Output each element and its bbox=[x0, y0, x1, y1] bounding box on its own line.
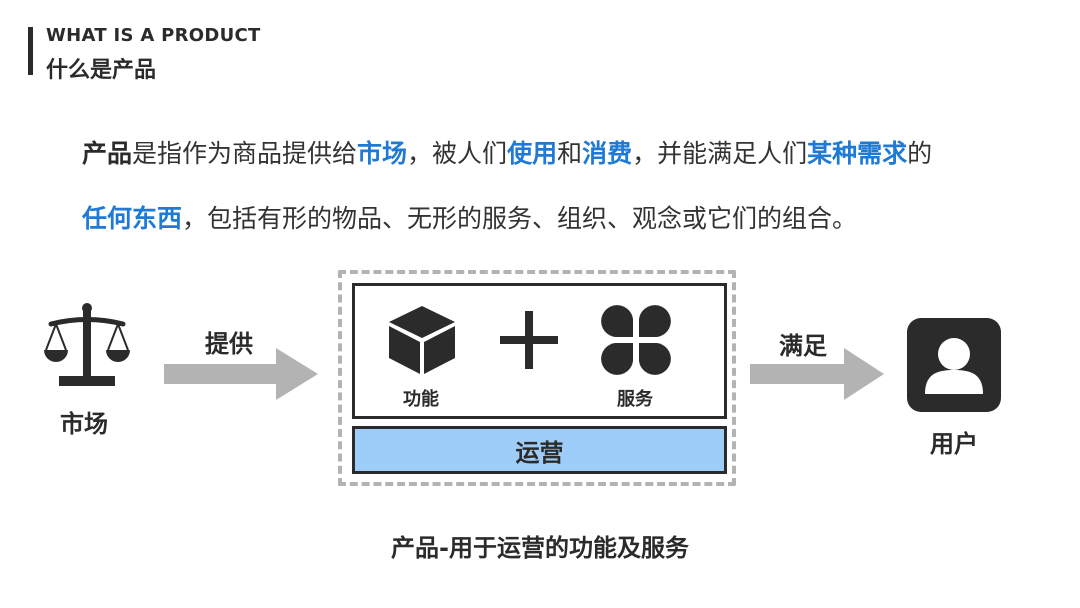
page-title-cn: 什么是产品 bbox=[46, 58, 157, 83]
clover-icon bbox=[601, 305, 671, 375]
definition-segment: 产品 bbox=[82, 139, 133, 168]
definition-segment: 某种需求 bbox=[807, 139, 908, 168]
market-label: 市场 bbox=[60, 410, 108, 438]
definition-segment: 消费 bbox=[582, 139, 633, 168]
title-accent-bar bbox=[28, 27, 33, 75]
definition-segment: ，并能满足人们 bbox=[632, 139, 808, 168]
definition-segment: 和 bbox=[557, 139, 583, 168]
provide-label: 提供 bbox=[205, 330, 253, 358]
definition-segment: 市场 bbox=[357, 139, 408, 168]
plus-icon bbox=[500, 311, 558, 369]
definition-line-1: 产品是指作为商品提供给市场，被人们使用和消费，并能满足人们某种需求的 bbox=[82, 134, 932, 170]
user-label: 用户 bbox=[930, 430, 978, 458]
user-icon bbox=[907, 318, 1001, 412]
definition-segment: 使用 bbox=[507, 139, 558, 168]
operations-bar: 运营 bbox=[352, 426, 727, 474]
scale-icon bbox=[44, 303, 130, 386]
diagram-caption: 产品-用于运营的功能及服务 bbox=[391, 534, 689, 562]
satisfy-arrow bbox=[750, 348, 884, 400]
satisfy-label: 满足 bbox=[779, 332, 827, 360]
provide-arrow bbox=[164, 348, 318, 400]
service-label: 服务 bbox=[617, 389, 653, 410]
cube-icon bbox=[389, 306, 455, 374]
page-title-en: WHAT IS A PRODUCT bbox=[46, 25, 261, 46]
definition-segment: 是指作为商品提供给 bbox=[132, 139, 358, 168]
definition-line-2: 任何东西，包括有形的物品、无形的服务、组织、观念或它们的组合。 bbox=[82, 199, 857, 235]
definition-segment: ，包括有形的物品、无形的服务、组织、观念或它们的组合。 bbox=[182, 204, 858, 233]
definition-segment: ，被人们 bbox=[407, 139, 508, 168]
product-dashed-frame bbox=[338, 270, 736, 486]
function-label: 功能 bbox=[403, 389, 439, 410]
definition-segment: 的 bbox=[907, 139, 933, 168]
definition-segment: 任何东西 bbox=[82, 204, 183, 233]
